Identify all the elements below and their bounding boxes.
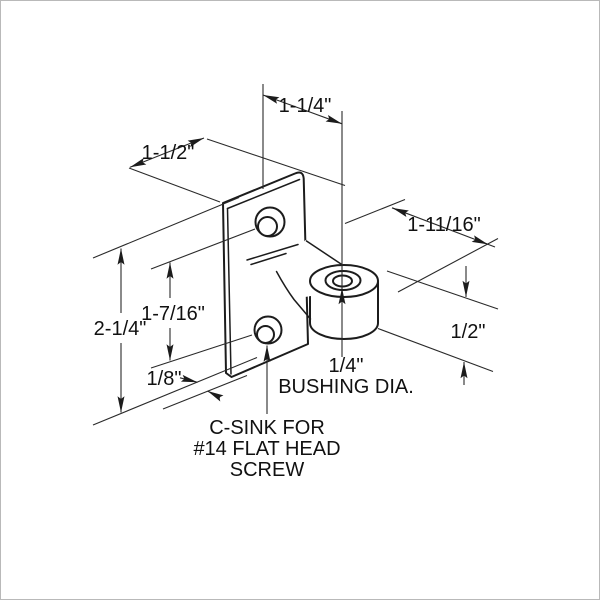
dim-bushing-offset-label: 1-1/4" [279,95,332,117]
dim-arm-projection-ext [344,198,406,225]
csink-note-line2: #14 FLAT HEAD [193,438,340,460]
dim-plate-width-line [166,137,205,154]
dim-plate-height-ext [92,196,240,259]
top-screw-hole-countersink [257,216,278,237]
dim-arm-projection-label: 1-11/16" [407,214,480,236]
dim-plate-height-ext [92,356,258,426]
dim-bushing-offset-line [302,108,343,125]
dim-bushing-offset-line [262,94,304,111]
bushing-dia-value: 1/4" [329,355,364,377]
dim-plate-width-line [129,151,168,168]
bracket-part [222,171,379,378]
dim-plate-width-ext [206,138,346,187]
dimension-annotations: 1-1/4" 1-1/2" 1-11/16" 2-1/4" 1-7/16" 1/… [92,84,499,481]
dim-arm-projection-ext [397,238,499,293]
dim-hole-spacing-ext [150,228,256,270]
surface-mark [246,243,299,261]
dim-thickness-arrow [207,390,224,402]
dim-arm-projection-arrow [392,207,409,218]
bottom-screw-hole-countersink [256,325,275,344]
dim-bushing-height-ext [386,270,499,310]
plate-top-edge [226,178,301,210]
dim-bushing-height-label: 1/2" [451,321,486,343]
surface-mark [250,252,287,266]
plate-left-edge [226,207,232,375]
dim-plate-height-label: 2-1/4" [94,318,147,340]
dim-thickness-label: 1/8" [147,368,182,390]
csink-note-line1: C-SINK FOR [209,417,325,439]
dim-hole-spacing-ext [150,334,253,369]
dim-thickness-arrow [179,374,198,383]
arm-underside-edge [275,270,312,320]
dim-plate-width-label: 1-1/2" [142,142,195,164]
dim-bushing-height-ext [377,327,494,373]
dim-thickness-ext [162,374,248,410]
bushing-dia-label: BUSHING DIA. [278,376,414,398]
dim-plate-width-ext [128,167,221,203]
dim-hole-spacing-label: 1-7/16" [141,303,205,325]
csink-note-line3: SCREW [230,459,305,481]
dim-arm-projection-arrow [471,235,489,245]
arm-top-front-edge [305,240,342,265]
